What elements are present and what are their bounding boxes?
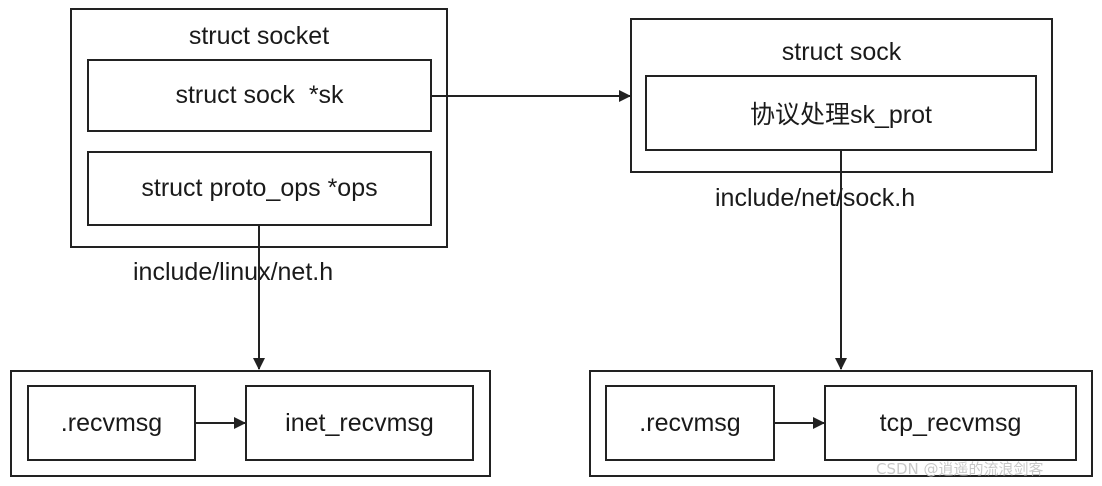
tcp-recvmsg-method-box: .recvmsg [605, 385, 775, 461]
struct-sock-title: struct sock [781, 38, 902, 66]
sock-prot-field-box: 协议处理sk_prot [645, 75, 1037, 151]
tcp-recvmsg-impl-box: tcp_recvmsg [824, 385, 1077, 461]
socket-sk-field-label: struct sock *sk [175, 81, 344, 109]
csdn-watermark: CSDN @逍遥的流浪剑客 [876, 460, 1044, 478]
inet-recvmsg-impl-box: inet_recvmsg [245, 385, 474, 461]
socket-ops-field-label: struct proto_ops *ops [141, 174, 378, 202]
sock-prot-field-label: 协议处理sk_prot [750, 101, 932, 129]
socket-sk-field-box: struct sock *sk [87, 59, 432, 132]
sock-header-file-label: include/net/sock.h [715, 184, 916, 212]
struct-socket-title: struct socket [188, 22, 330, 50]
inet-recvmsg-method-label: .recvmsg [60, 408, 163, 437]
socket-ops-field-box: struct proto_ops *ops [87, 151, 432, 226]
socket-header-file-label: include/linux/net.h [133, 258, 334, 286]
tcp-recvmsg-method-label: .recvmsg [639, 408, 741, 437]
tcp-recvmsg-impl-label: tcp_recvmsg [879, 408, 1022, 437]
inet-recvmsg-method-box: .recvmsg [27, 385, 196, 461]
inet-recvmsg-impl-label: inet_recvmsg [285, 408, 434, 437]
